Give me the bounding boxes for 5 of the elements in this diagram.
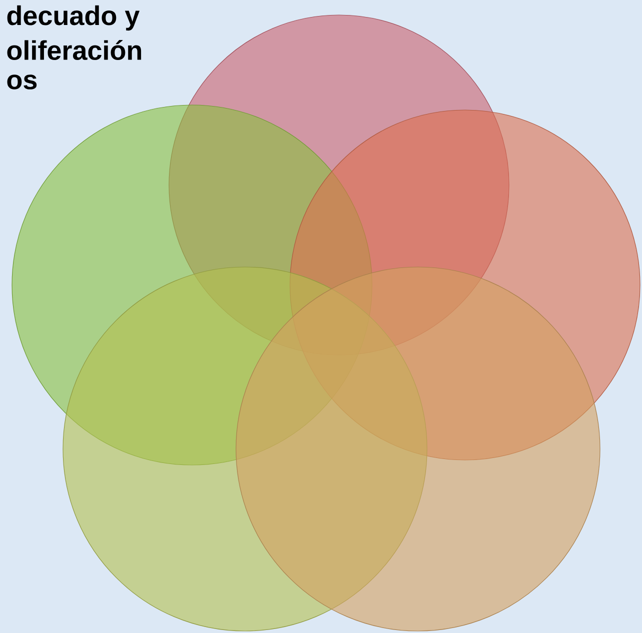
circle-shape (290, 110, 640, 460)
circle-shape (236, 266, 600, 632)
circle-shape (62, 266, 428, 632)
heading-text: decuado y (7, 5, 140, 31)
heading-text: oliferación (7, 40, 142, 60)
